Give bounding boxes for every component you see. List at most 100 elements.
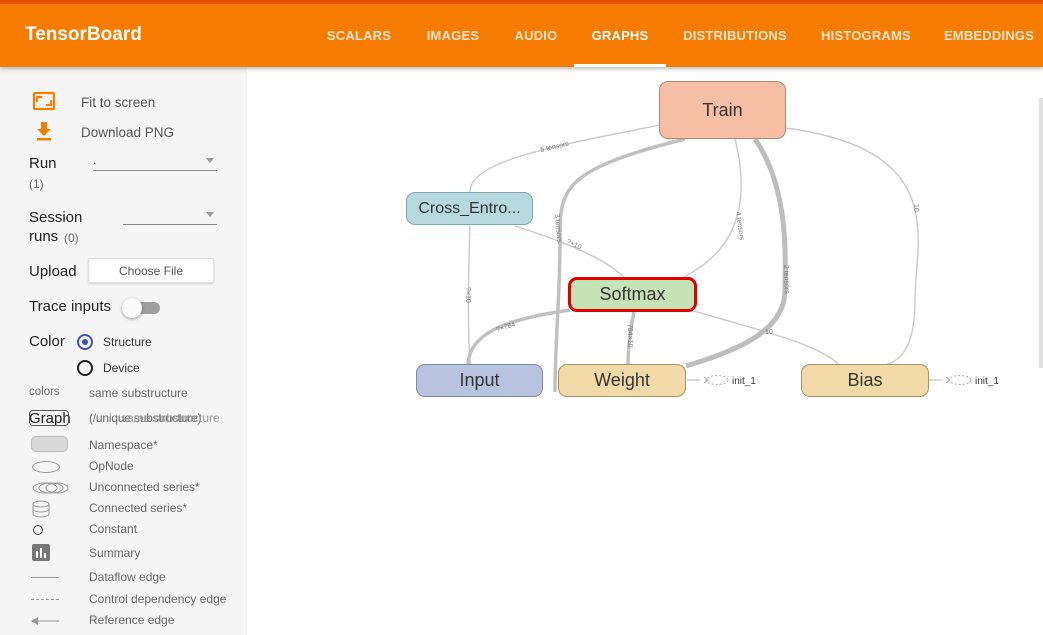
init-weight-label: init_1	[732, 376, 756, 387]
scrollbar[interactable]	[1039, 98, 1043, 368]
colors-label: colors	[29, 386, 60, 398]
edge-softmax-bias	[689, 309, 839, 365]
run-select[interactable]: .	[93, 153, 217, 171]
edge-label: 10	[765, 329, 773, 336]
constant-icon	[33, 525, 43, 535]
node-train[interactable]: Train	[659, 81, 786, 139]
edge-label: ?×784	[495, 321, 516, 334]
run-count: (1)	[29, 177, 44, 191]
edge-label: 5 tensors	[540, 141, 570, 154]
session-label: Session	[29, 209, 83, 226]
radio-device[interactable]	[77, 360, 93, 376]
fit-to-screen-button[interactable]: Fit to screen	[81, 95, 156, 110]
summary-icon	[32, 544, 50, 561]
legend-control-dependency-edge: Control dependency edge	[89, 592, 227, 606]
upload-label: Upload	[29, 263, 77, 280]
run-label: Run	[29, 155, 57, 172]
connected-series-icon	[31, 500, 51, 518]
node-label: Train	[702, 99, 743, 120]
node-cross-entropy[interactable]: Cross_Entro...	[406, 192, 533, 225]
download-icon[interactable]	[35, 121, 53, 143]
tab-graphs[interactable]: GRAPHS	[574, 4, 666, 67]
trace-inputs-toggle[interactable]	[122, 298, 160, 318]
top-nav-bar: TensorBoard SCALARS IMAGES AUDIO GRAPHS …	[0, 0, 1043, 67]
edge-train-weight	[685, 137, 788, 369]
edge-label: 2 tensors	[782, 265, 790, 295]
arrow-icon	[703, 376, 709, 384]
legend-dataflow-edge: Dataflow edge	[89, 570, 166, 584]
fit-screen-icon[interactable]	[32, 91, 56, 111]
reference-edge-icon	[30, 614, 60, 626]
node-label: Bias	[847, 370, 883, 390]
trace-inputs-label: Trace inputs	[29, 298, 111, 315]
edge-train-softmax	[679, 138, 742, 280]
download-png-button[interactable]: Download PNG	[81, 125, 175, 140]
edge-train-cross-entropy	[469, 124, 661, 193]
tab-label: DISTRIBUTIONS	[683, 28, 787, 43]
legend-constant: Constant	[89, 522, 138, 536]
tab-audio[interactable]: AUDIO	[500, 4, 572, 67]
tab-scalars[interactable]: SCALARS	[313, 4, 405, 67]
node-label: Input	[459, 370, 500, 390]
node-softmax[interactable]: Softmax	[568, 277, 697, 312]
node-label: Cross_Entro...	[418, 199, 521, 217]
edge-train-input	[553, 137, 686, 393]
session-runs-label: runs	[29, 228, 59, 245]
radio-structure[interactable]	[77, 334, 93, 350]
node-weight[interactable]: Weight	[558, 364, 686, 397]
arrow-icon	[945, 376, 951, 384]
tab-label: AUDIO	[514, 28, 558, 43]
init-bias-node[interactable]	[948, 375, 972, 385]
radio-device-label: Device	[103, 361, 140, 375]
node-bias[interactable]: Bias	[801, 364, 929, 397]
legend-unconnected-series: Unconnected series*	[89, 480, 200, 494]
legend-reference-edge: Reference edge	[89, 613, 175, 627]
unconnected-series-icon	[31, 481, 71, 495]
tab-images[interactable]: IMAGES	[412, 4, 494, 67]
app-title: TensorBoard	[25, 24, 142, 45]
edge-label: 784×10	[626, 324, 633, 348]
radio-structure-label: Structure	[103, 335, 152, 349]
init-weight-node[interactable]	[705, 375, 729, 385]
control-dependency-edge-icon	[31, 599, 59, 600]
opnode-icon	[32, 461, 60, 473]
edge-softmax-input	[466, 308, 571, 365]
edge-label: 4 tensors	[734, 211, 745, 241]
node-input[interactable]: Input	[416, 364, 543, 397]
graph-edges: 5 tensors 3 tensors 4 tensors 2 tensors …	[464, 124, 999, 393]
tab-label: EMBEDDINGS	[943, 28, 1035, 43]
edge-train-bias	[785, 127, 919, 366]
choose-file-button[interactable]: Choose File	[88, 258, 214, 283]
session-runs-select[interactable]	[123, 209, 217, 225]
node-label: Weight	[594, 370, 650, 390]
unique-color-swatch	[29, 410, 69, 426]
tab-label: GRAPHS	[591, 28, 649, 43]
tab-label: SCALARS	[326, 28, 392, 43]
tab-histograms[interactable]: HISTOGRAMS	[808, 4, 924, 67]
run-select-value: .	[93, 153, 97, 167]
edge-label: 10	[912, 204, 919, 212]
edge-label: ?×10	[565, 238, 582, 251]
color-label: Color	[29, 333, 65, 350]
chevron-down-icon	[206, 158, 214, 163]
tab-label: IMAGES	[426, 28, 480, 43]
same-substructure-label: same substructure	[89, 386, 188, 400]
edge-label: ?×10	[464, 287, 471, 303]
dataflow-edge-icon	[31, 577, 59, 578]
legend-namespace: Namespace*	[89, 438, 158, 452]
tab-distributions[interactable]: DISTRIBUTIONS	[670, 4, 800, 67]
tab-embeddings[interactable]: EMBEDDINGS	[935, 4, 1043, 67]
graph-label: Graph	[29, 410, 71, 427]
legend-summary: Summary	[89, 546, 141, 560]
node-label: Softmax	[599, 284, 666, 304]
edge-label: 3 tensors	[553, 214, 563, 244]
tab-label: HISTOGRAMS	[821, 28, 911, 43]
edge-softmax-weight	[626, 311, 636, 365]
unique-substructure-label: (/unique substructure)	[89, 411, 202, 425]
active-tab-indicator	[574, 64, 666, 67]
legend-opnode: OpNode	[89, 459, 134, 473]
edge-cross-entropy-softmax	[514, 225, 626, 280]
graph-canvas[interactable]: 5 tensors 3 tensors 4 tensors 2 tensors …	[247, 67, 1043, 635]
chevron-down-icon	[206, 212, 214, 217]
legend-connected-series: Connected series*	[89, 501, 188, 515]
